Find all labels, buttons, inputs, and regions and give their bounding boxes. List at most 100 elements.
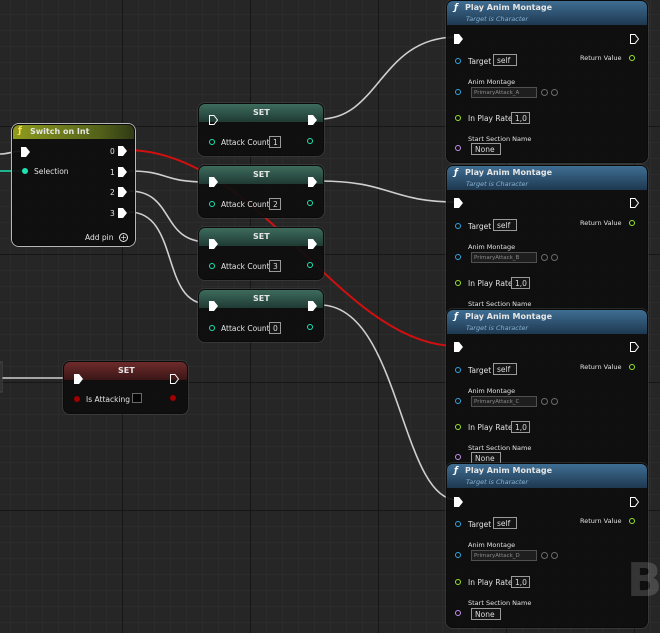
- use-selected-icon[interactable]: [541, 552, 548, 559]
- value-field[interactable]: 0: [269, 322, 281, 334]
- exec-in-pin[interactable]: [21, 147, 30, 157]
- exec-out-pin[interactable]: [630, 198, 639, 208]
- exec-in-pin[interactable]: [209, 239, 218, 249]
- attack-count-out-pin[interactable]: [307, 324, 313, 330]
- attack-count-out-pin[interactable]: [307, 200, 313, 206]
- attack-count-in-pin[interactable]: [209, 325, 215, 331]
- exec-out-pin[interactable]: [308, 239, 317, 249]
- in-play-rate-field[interactable]: 1,0: [511, 277, 530, 289]
- attack-count-out-pin[interactable]: [307, 262, 313, 268]
- exec-out-pin-2[interactable]: [118, 187, 127, 197]
- node-header: [447, 310, 647, 334]
- exec-out-pin[interactable]: [170, 374, 179, 384]
- in-play-rate-pin[interactable]: [455, 280, 461, 286]
- play-anim-montage-node[interactable]: ƒ Play Anim Montage Target is Character …: [446, 309, 648, 472]
- exec-in-pin[interactable]: [454, 342, 463, 352]
- play-anim-montage-node[interactable]: ƒ Play Anim Montage Target is Character …: [446, 463, 648, 628]
- set-attack-count-node[interactable]: SET Attack Count 1: [198, 103, 324, 156]
- play-anim-montage-node[interactable]: ƒ Play Anim Montage Target is Character …: [446, 165, 648, 317]
- target-field[interactable]: self: [493, 219, 517, 231]
- value-field[interactable]: 2: [269, 198, 281, 210]
- target-pin[interactable]: [455, 521, 461, 527]
- play-anim-montage-node[interactable]: ƒ Play Anim Montage Target is Character …: [446, 0, 648, 163]
- attack-count-in-pin[interactable]: [209, 201, 215, 207]
- browse-icon[interactable]: [551, 552, 558, 559]
- start-section-pin[interactable]: [455, 610, 461, 616]
- start-section-pin[interactable]: [455, 145, 461, 151]
- value-field[interactable]: 3: [269, 260, 281, 272]
- in-play-rate-pin[interactable]: [455, 115, 461, 121]
- switch-on-int-node[interactable]: ƒ Switch on Int Selection 0 1 2 3 Add pi…: [12, 124, 135, 246]
- exec-out-pin[interactable]: [630, 342, 639, 352]
- anim-montage-dropdown[interactable]: PrimaryAttack_B: [471, 252, 537, 263]
- exec-in-pin[interactable]: [74, 374, 83, 384]
- in-play-rate-field[interactable]: 1,0: [511, 112, 530, 124]
- in-play-rate-field[interactable]: 1,0: [511, 576, 530, 588]
- exec-in-pin[interactable]: [454, 34, 463, 44]
- selection-pin[interactable]: [22, 168, 28, 174]
- is-attacking-checkbox[interactable]: [132, 393, 142, 403]
- browse-icon[interactable]: [551, 398, 558, 405]
- target-pin[interactable]: [455, 223, 461, 229]
- anim-montage-dropdown[interactable]: PrimaryAttack_D: [471, 550, 537, 561]
- attack-count-in-pin[interactable]: [209, 139, 215, 145]
- start-section-label: Start Section Name: [468, 300, 532, 308]
- start-section-field[interactable]: None: [471, 143, 501, 155]
- start-section-pin[interactable]: [455, 454, 461, 460]
- exec-out-pin[interactable]: [308, 301, 317, 311]
- add-pin-label[interactable]: Add pin: [85, 233, 114, 242]
- in-play-rate-pin[interactable]: [455, 579, 461, 585]
- exec-in-pin[interactable]: [209, 115, 218, 125]
- start-section-label: Start Section Name: [468, 444, 532, 452]
- return-value-pin[interactable]: [629, 55, 635, 61]
- set-attack-count-node[interactable]: SET Attack Count 3: [198, 227, 324, 280]
- exec-in-pin[interactable]: [209, 177, 218, 187]
- target-pin[interactable]: [455, 58, 461, 64]
- return-value-pin[interactable]: [629, 518, 635, 524]
- anim-montage-pin[interactable]: [455, 552, 461, 558]
- start-section-field[interactable]: None: [471, 452, 501, 464]
- target-field[interactable]: self: [493, 363, 517, 375]
- add-pin-icon[interactable]: +: [119, 233, 128, 242]
- exec-in-pin[interactable]: [209, 301, 218, 311]
- is-attacking-in-pin[interactable]: [74, 396, 80, 402]
- exec-in-pin[interactable]: [454, 198, 463, 208]
- set-is-attacking-node[interactable]: SET Is Attacking: [63, 361, 188, 414]
- anim-montage-pin[interactable]: [455, 89, 461, 95]
- return-value-pin[interactable]: [629, 364, 635, 370]
- anim-montage-dropdown[interactable]: PrimaryAttack_C: [471, 396, 537, 407]
- exec-out-pin-1[interactable]: [118, 167, 127, 177]
- return-value-pin[interactable]: [629, 220, 635, 226]
- is-attacking-out-pin[interactable]: [170, 395, 176, 401]
- exec-out-pin[interactable]: [308, 115, 317, 125]
- target-field[interactable]: self: [493, 54, 517, 66]
- exec-wire: [128, 190, 209, 243]
- value-field[interactable]: 1: [269, 136, 281, 148]
- node-title: SET: [253, 108, 270, 117]
- target-field[interactable]: self: [493, 517, 517, 529]
- anim-montage-dropdown[interactable]: PrimaryAttack_A: [471, 87, 537, 98]
- exec-out-pin[interactable]: [630, 34, 639, 44]
- anim-montage-pin[interactable]: [455, 398, 461, 404]
- set-attack-count-node[interactable]: SET Attack Count 0: [198, 289, 324, 342]
- browse-icon[interactable]: [551, 89, 558, 96]
- exec-out-pin[interactable]: [630, 497, 639, 507]
- set-attack-count-node[interactable]: SET Attack Count 2: [198, 165, 324, 218]
- exec-in-pin[interactable]: [454, 497, 463, 507]
- return-value-label: Return Value: [580, 517, 622, 525]
- in-play-rate-field[interactable]: 1,0: [511, 421, 530, 433]
- function-icon: ƒ: [454, 312, 458, 322]
- start-section-field[interactable]: None: [471, 608, 501, 620]
- exec-out-pin[interactable]: [308, 177, 317, 187]
- anim-montage-pin[interactable]: [455, 254, 461, 260]
- browse-icon[interactable]: [551, 254, 558, 261]
- use-selected-icon[interactable]: [541, 89, 548, 96]
- attack-count-in-pin[interactable]: [209, 263, 215, 269]
- exec-out-pin-0[interactable]: [118, 146, 127, 156]
- use-selected-icon[interactable]: [541, 254, 548, 261]
- exec-out-pin-3[interactable]: [118, 208, 127, 218]
- attack-count-out-pin[interactable]: [307, 138, 313, 144]
- target-pin[interactable]: [455, 367, 461, 373]
- use-selected-icon[interactable]: [541, 398, 548, 405]
- in-play-rate-pin[interactable]: [455, 424, 461, 430]
